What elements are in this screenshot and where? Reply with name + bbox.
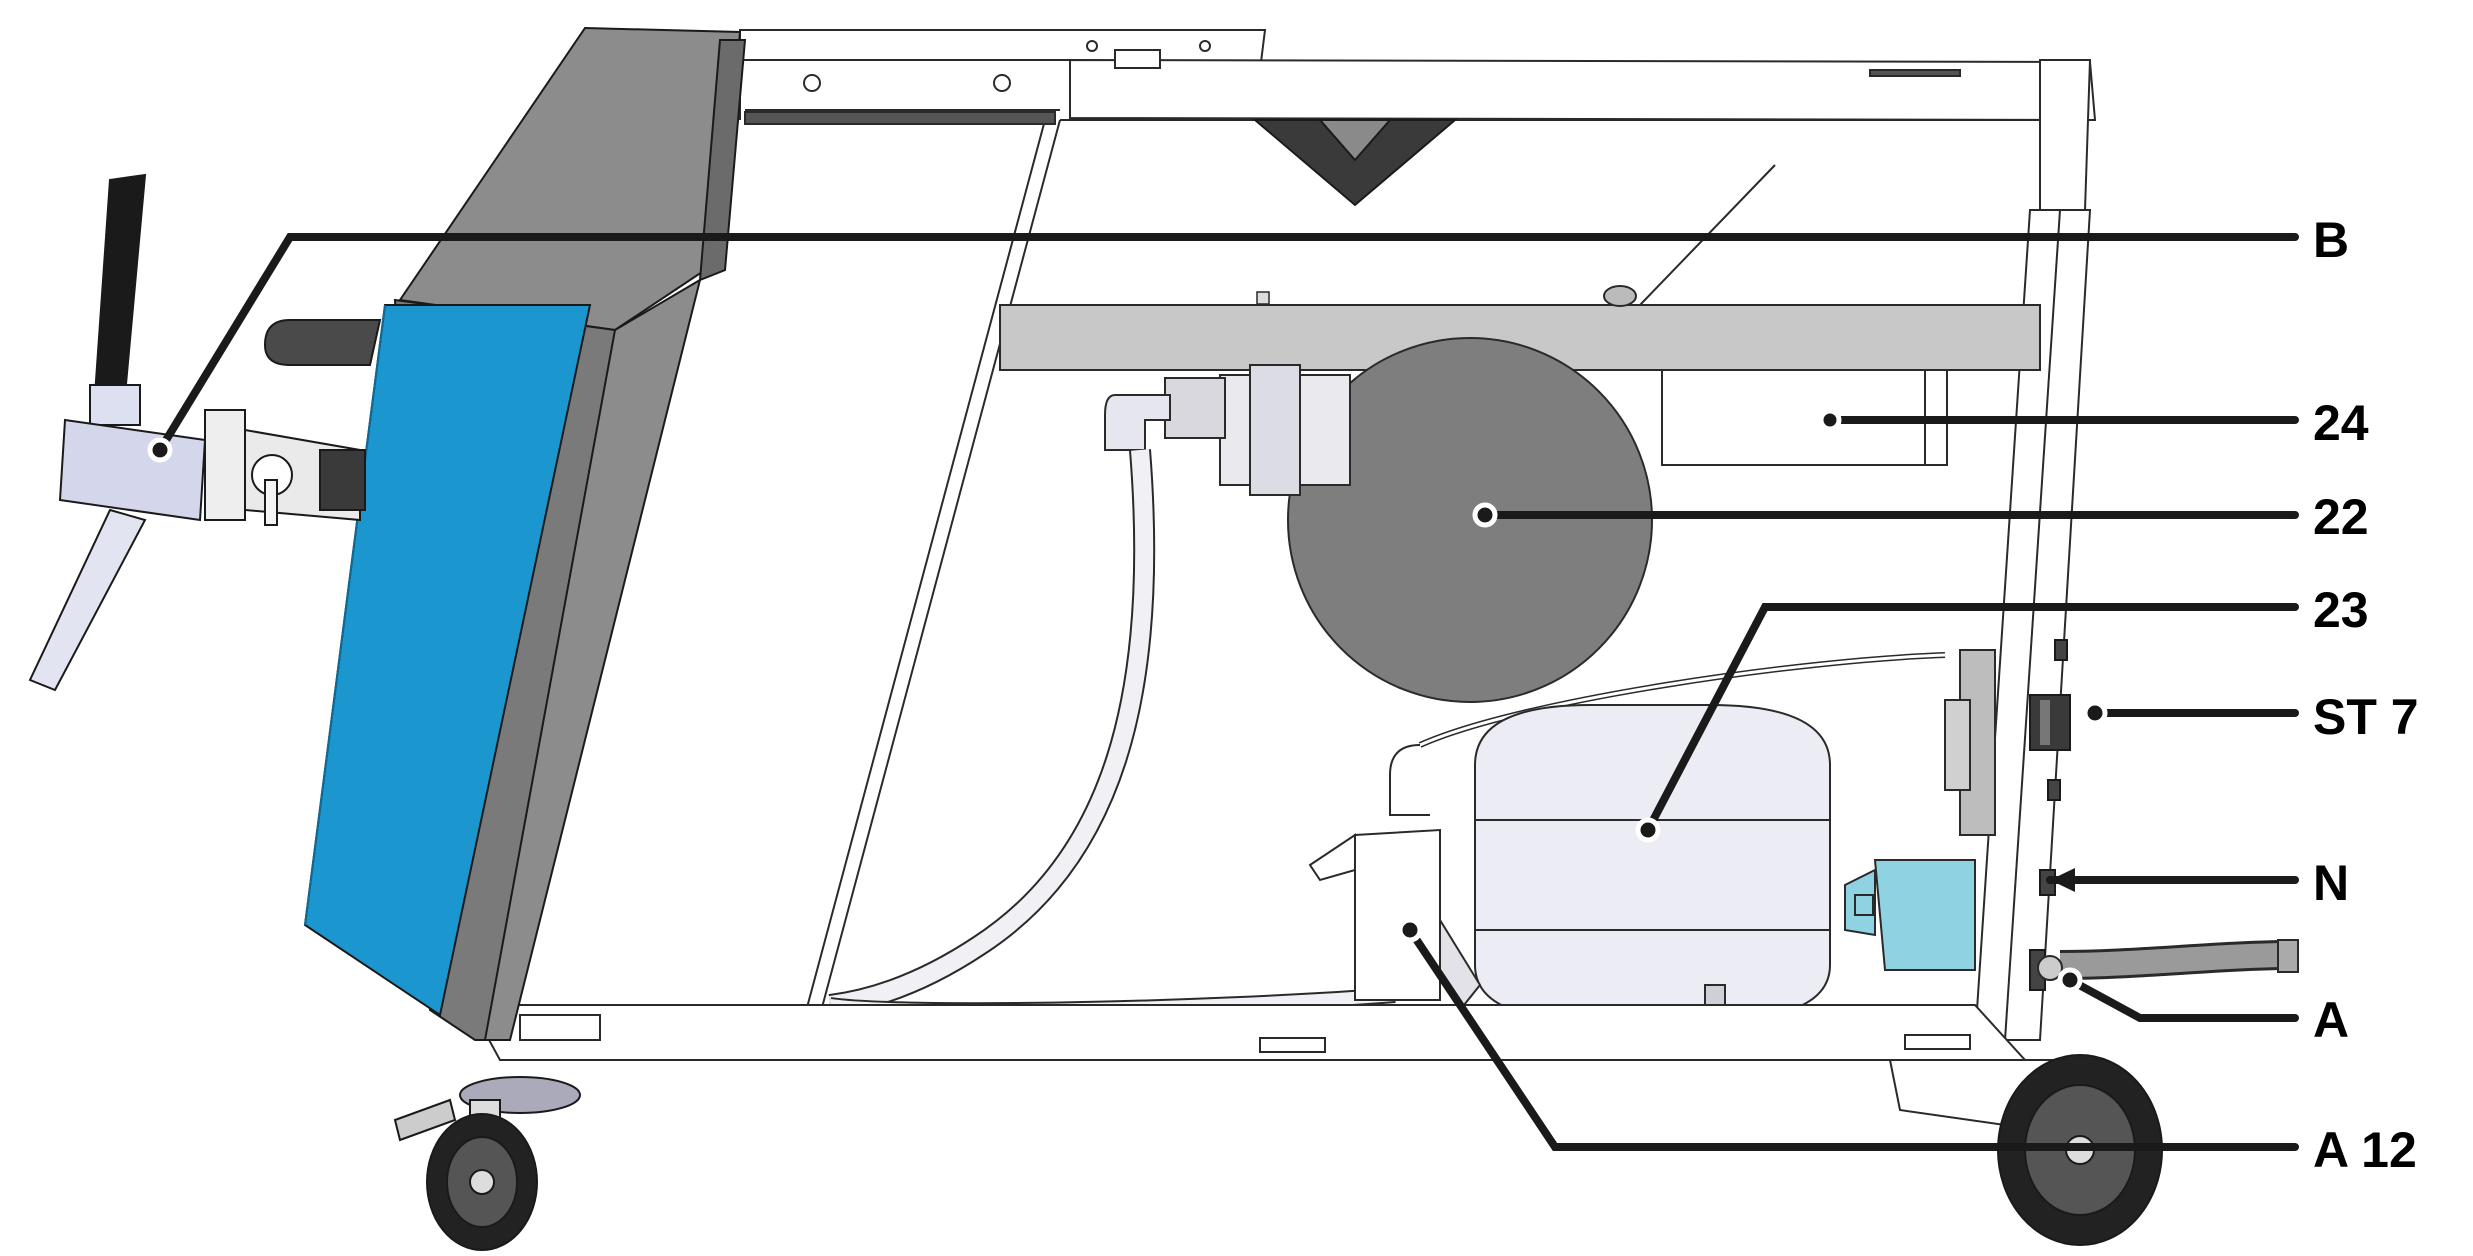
callout-label-a12: A 12 — [2313, 1122, 2417, 1178]
milk-inlet-connector — [28, 173, 366, 692]
top-frame — [739, 29, 2097, 122]
milk-hose — [828, 449, 1156, 1016]
callout-label-n: N — [2313, 855, 2350, 911]
handle — [263, 319, 382, 366]
round-disc-component — [1287, 337, 1653, 703]
callout-label-a: A — [2313, 992, 2350, 1048]
callout-dots — [147, 408, 2108, 993]
arrow-n — [2050, 868, 2075, 892]
callout-line-b — [156, 233, 2299, 454]
interior-divider — [744, 109, 1061, 1016]
right-frame-post — [1973, 59, 2092, 1041]
callout-label-b: B — [2313, 212, 2350, 268]
callout-line-23 — [1644, 603, 2299, 834]
callout-label-22: 22 — [2313, 489, 2369, 545]
pump-housing — [1104, 364, 1351, 496]
pressure-tank — [1474, 704, 1831, 1021]
connector-st7 — [2029, 694, 2071, 751]
callout-label-24: 24 — [2313, 395, 2369, 451]
front-caster — [393, 1076, 581, 1251]
base-frame — [468, 1004, 2112, 1142]
side-panel-bracket — [1944, 649, 1996, 836]
hose-connection-a — [2037, 939, 2299, 981]
callout-label-23: 23 — [2313, 582, 2369, 638]
component-a12 — [1308, 744, 1482, 1012]
liquid-bottle — [1844, 859, 1976, 971]
callout-label-st7: ST 7 — [2313, 689, 2419, 745]
callout-line-a — [2066, 976, 2299, 1022]
callout-lines — [156, 233, 2299, 1151]
callout-line-a12 — [1406, 926, 2299, 1151]
